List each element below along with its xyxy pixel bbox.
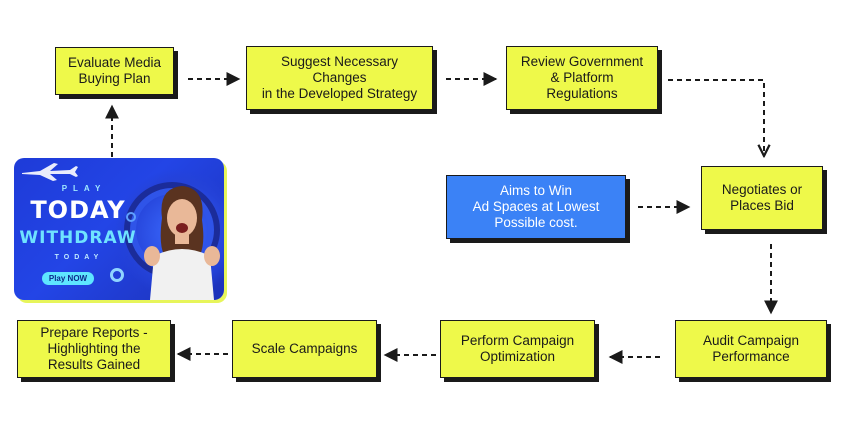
step-negotiates-or-places-bid: Negotiates or Places Bid [701,166,823,230]
play-now-button[interactable]: Play NOW [42,272,94,285]
banner-play-text: PLAY [61,184,107,193]
step-prepare-reports: Prepare Reports - Highlighting the Resul… [17,320,171,378]
airplane-icon [22,163,78,181]
banner-today-subtext: TODAY [54,254,104,261]
arrow-review-to-negotiate [668,79,764,156]
chip-icon [110,268,124,282]
step-suggest-necessary-changes: Suggest Necessary Changes in the Develop… [246,46,433,110]
banner-withdraw-text: WITHDRAW [19,228,137,248]
step-audit-campaign-performance: Audit Campaign Performance [675,320,827,378]
chip-icon [126,212,136,222]
step-review-regulations: Review Government & Platform Regulations [506,46,658,110]
promo-banner: PLAY TODAY WITHDRAW TODAY Play NOW [14,158,224,300]
step-evaluate-media-buying-plan: Evaluate Media Buying Plan [55,47,174,95]
excited-woman-image [144,186,220,300]
step-perform-campaign-optimization: Perform Campaign Optimization [440,320,595,378]
step-scale-campaigns: Scale Campaigns [232,320,377,378]
banner-today-text: TODAY [30,196,126,224]
step-aims-to-win: Aims to Win Ad Spaces at Lowest Possible… [446,175,626,239]
